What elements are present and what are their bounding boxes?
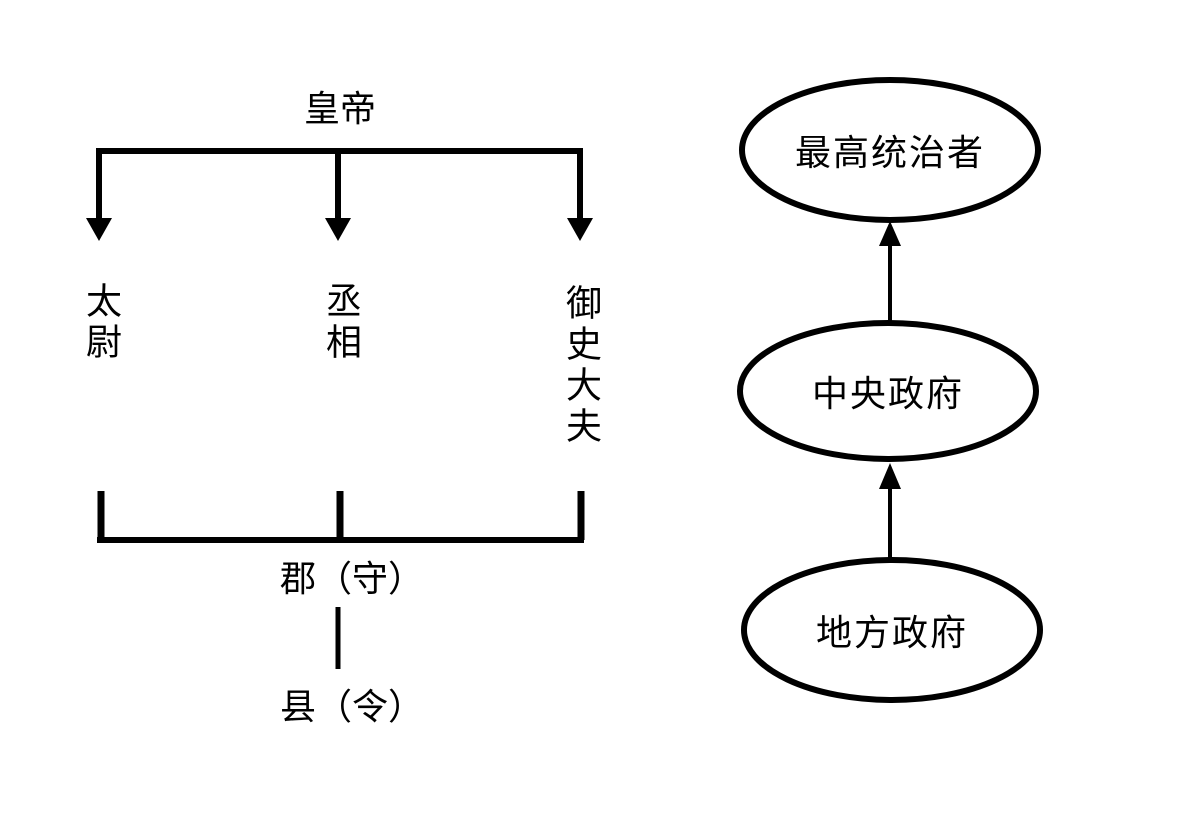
jun-shou-label: 郡（守） bbox=[279, 559, 424, 600]
branch-left-arrowhead bbox=[86, 218, 112, 241]
local-government-label: 地方政府 bbox=[815, 613, 968, 654]
emperor-label: 皇帝 bbox=[303, 89, 376, 130]
central-to-supreme-arrowhead bbox=[879, 221, 901, 246]
local-to-central-arrowhead bbox=[879, 463, 901, 489]
official-yushidafu-label: 御史大夫 bbox=[560, 284, 601, 448]
xian-ling-label: 县（令） bbox=[279, 687, 424, 728]
supreme-ruler-label: 最高统治者 bbox=[794, 133, 985, 174]
supreme-ruler-ellipse bbox=[739, 77, 1041, 223]
central-government-ellipse bbox=[737, 320, 1039, 462]
central-government-label: 中央政府 bbox=[811, 374, 964, 415]
official-chengxiang-label: 丞相 bbox=[320, 282, 361, 364]
branch-right-arrowhead bbox=[567, 218, 593, 241]
branch-center-arrowhead bbox=[325, 218, 351, 241]
official-taiwei-label: 太尉 bbox=[80, 282, 121, 364]
